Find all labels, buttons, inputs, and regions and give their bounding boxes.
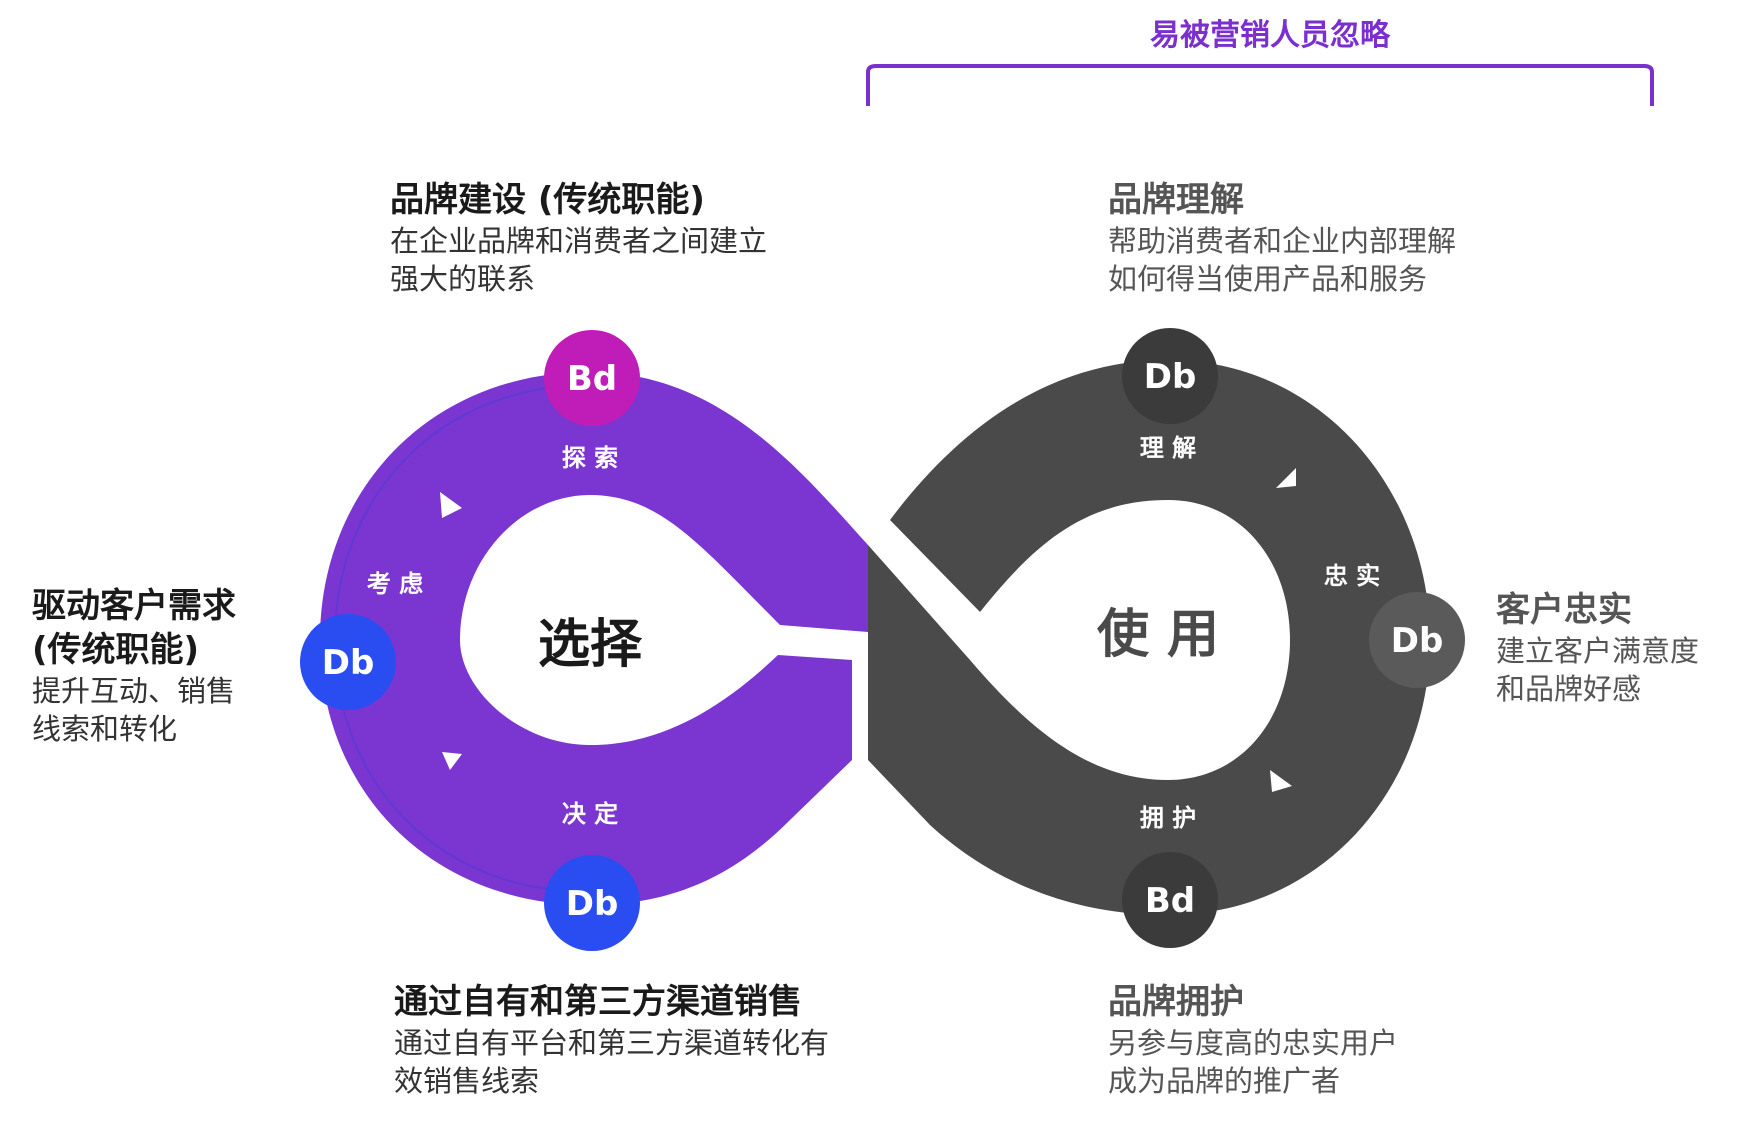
center-label-choose: 选择 xyxy=(538,615,643,675)
callout-advocacy-title: 品牌拥护 xyxy=(1108,982,1244,1022)
node-left-bottom-label: Db xyxy=(566,884,619,924)
ignored-by-marketers-label: 易被营销人员忽略 xyxy=(1150,18,1390,53)
callout-demand-title: (传统职能) xyxy=(32,630,200,670)
stage-explore: 探 索 xyxy=(562,444,618,472)
arrow-left-top xyxy=(440,492,462,518)
callout-brand-understanding-title: 品牌理解 xyxy=(1108,180,1244,220)
callout-loyalty-title: 客户忠实 xyxy=(1496,590,1632,630)
callout-brand-understanding-line: 帮助消费者和企业内部理解 xyxy=(1108,224,1457,258)
stage-loyal: 忠 实 xyxy=(1324,562,1380,590)
callout-sales-title: 通过自有和第三方渠道销售 xyxy=(394,982,802,1022)
callout-brand-understanding: 品牌理解 帮助消费者和企业内部理解 如何得当使用产品和服务 xyxy=(1108,178,1456,298)
callout-sales-line: 效销售线索 xyxy=(394,1064,540,1098)
node-right-top: Db xyxy=(1122,328,1218,424)
callout-demand-line: 线索和转化 xyxy=(32,712,178,746)
callout-brand-building-line: 在企业品牌和消费者之间建立 xyxy=(390,224,768,258)
center-label-use: 使 用 xyxy=(1096,605,1219,665)
callout-loyalty-line: 和品牌好感 xyxy=(1496,672,1642,706)
callout-demand-line: 提升互动、销售 xyxy=(32,674,236,708)
node-right-bottom-label: Bd xyxy=(1145,881,1195,921)
arrow-left-bottom xyxy=(442,752,462,770)
callout-advocacy: 品牌拥护 另参与度高的忠实用户 成为品牌的推广者 xyxy=(1108,980,1398,1100)
callout-demand: 驱动客户需求 (传统职能) 提升互动、销售 线索和转化 xyxy=(32,584,236,748)
node-left-side-label: Db xyxy=(322,643,375,683)
callout-loyalty: 客户忠实 建立客户满意度 和品牌好感 xyxy=(1496,588,1699,708)
callout-advocacy-line: 成为品牌的推广者 xyxy=(1108,1064,1341,1098)
callout-brand-understanding-line: 如何得当使用产品和服务 xyxy=(1108,262,1428,296)
arrow-right-bottom xyxy=(1270,770,1292,792)
callout-advocacy-line: 另参与度高的忠实用户 xyxy=(1108,1026,1399,1060)
callout-sales: 通过自有和第三方渠道销售 通过自有平台和第三方渠道转化有 效销售线索 xyxy=(394,980,829,1100)
node-left-side: Db xyxy=(300,614,396,710)
node-left-bottom: Db xyxy=(544,855,640,951)
arrow-right-top xyxy=(1276,468,1296,488)
node-left-top: Bd xyxy=(544,330,640,426)
node-right-top-label: Db xyxy=(1144,357,1197,397)
bracket-line xyxy=(866,64,1654,106)
stage-consider: 考 虑 xyxy=(367,570,423,598)
node-right-side-label: Db xyxy=(1391,621,1444,661)
node-right-side: Db xyxy=(1369,592,1465,688)
grey-loop xyxy=(868,360,1430,915)
stage-decide: 决 定 xyxy=(562,800,618,828)
callout-brand-building-line: 强大的联系 xyxy=(390,262,536,296)
callout-sales-line: 通过自有平台和第三方渠道转化有 xyxy=(394,1026,830,1060)
stage-understand: 理 解 xyxy=(1140,434,1196,462)
node-right-bottom: Bd xyxy=(1122,852,1218,948)
node-left-top-label: Bd xyxy=(567,359,617,399)
callout-demand-title: 驱动客户需求 xyxy=(32,586,236,626)
callout-brand-building-title: 品牌建设 (传统职能) xyxy=(390,180,705,220)
callout-brand-building: 品牌建设 (传统职能) 在企业品牌和消费者之间建立 强大的联系 xyxy=(390,178,767,298)
stage-advocate: 拥 护 xyxy=(1140,804,1196,832)
callout-loyalty-line: 建立客户满意度 xyxy=(1496,634,1700,668)
